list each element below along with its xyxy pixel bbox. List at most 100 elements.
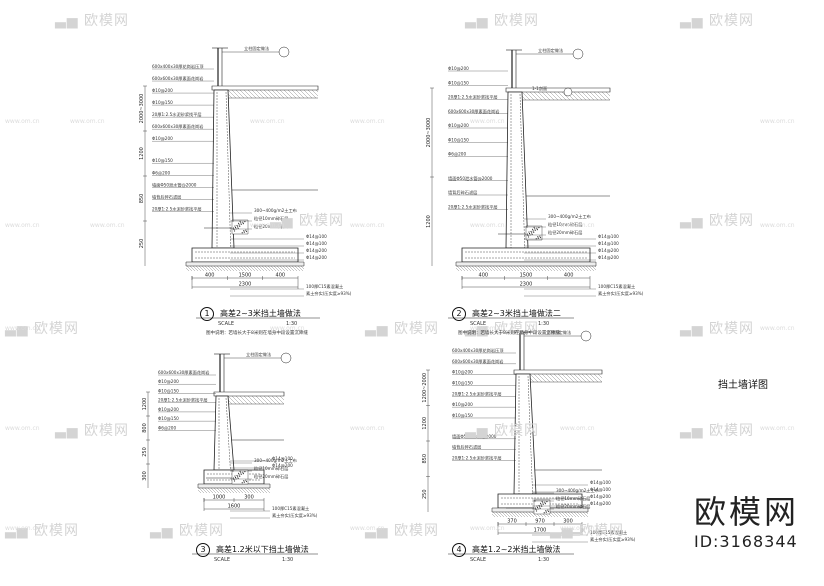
detail-4-gravel-dot — [544, 501, 546, 503]
detail-3-gravel-dot — [233, 478, 235, 481]
watermark-logo: ▃▅ 欧模网 — [270, 213, 344, 229]
detail-1-compacted-soil — [261, 265, 268, 272]
detail-1-scale-ratio: 1:30 — [286, 321, 298, 327]
detail-3-gravel-dot — [240, 473, 242, 475]
detail-1-right-label: Φ14@200 — [306, 255, 327, 260]
detail-3-gravel-dot — [243, 480, 245, 482]
detail-2-gravel-dot — [528, 232, 531, 235]
detail-2-gravel-dot — [537, 236, 539, 238]
detail-4-dim-label: 1200~2000 — [422, 373, 428, 403]
detail-3-left-label: Φ6@200 — [158, 425, 176, 430]
detail-3-gravel-zone — [231, 469, 249, 485]
detail-4-compacted-soil — [573, 511, 580, 518]
detail-1-left-label: 600x600x30厚素面花岗岩 — [152, 123, 203, 130]
detail-1-compacted-soil — [279, 265, 286, 272]
detail-4-compacted-soil — [528, 511, 535, 518]
detail-2-compacted-soil — [468, 265, 475, 272]
detail-2-gravel-dot — [536, 229, 538, 231]
detail-2-gravel-dot — [534, 228, 536, 230]
detail-4-gravel-dot — [535, 508, 537, 511]
detail-3-compacted-soil — [207, 487, 214, 494]
detail-1-compacted-soil — [234, 265, 241, 272]
watermark-url: www.om.cn — [470, 222, 505, 229]
detail-3-compacted-soil — [225, 487, 232, 494]
detail-2-compacted-soil — [525, 265, 532, 272]
detail-2-right-label: 300~400g/m2土工布 — [548, 213, 591, 220]
detail-4-compacted-soil — [555, 511, 562, 518]
watermark-logo: ▃▅ 欧模网 — [550, 523, 624, 539]
detail-3-compacted-soil — [243, 487, 250, 494]
detail-3-paving-hatch — [239, 395, 249, 405]
detail-3-dim-label: 1000 — [213, 495, 226, 501]
detail-1-paving-hatch — [267, 89, 277, 99]
detail-4-compacted-soil — [504, 511, 511, 518]
detail-1-compacted-soil — [264, 265, 271, 272]
detail-2-compacted-soil — [537, 265, 544, 272]
detail-2-left-label: Φ10@200 — [448, 66, 469, 71]
detail-3-right-label: 300~400g/m2土工布 — [254, 457, 297, 464]
detail-2-dim-label: 2000~3000 — [426, 118, 432, 148]
detail-2-compacted-soil — [546, 265, 553, 272]
detail-1-paving-hatch — [235, 89, 245, 99]
detail-3-gravel-dot — [242, 473, 244, 475]
detail-1-paving-hatch — [303, 89, 313, 99]
detail-4-right-label: 100厚C15素混凝土 — [590, 529, 627, 536]
detail-3-dim-label: 800 — [142, 423, 148, 433]
detail-4-compacted-soil — [519, 511, 526, 518]
detail-2-rebar-vertical — [519, 93, 526, 259]
detail-1-gravel-dot — [233, 230, 236, 232]
detail-3-left-label: Φ10@200 — [158, 407, 179, 412]
detail-3-paving-hatch — [259, 395, 269, 405]
detail-3-right-label: 粒径10mm碎石层 — [254, 465, 288, 472]
detail-2-compacted-soil — [462, 265, 469, 272]
detail-1-compacted-soil — [225, 265, 232, 272]
detail-4-compacted-soil — [549, 511, 556, 518]
detail-1-title: 高差2~3米挡土墙做法 — [220, 309, 301, 318]
detail-4-coping — [513, 369, 603, 375]
detail-4-dim-label: 970 — [535, 519, 545, 525]
watermark-logo: ▃▅ 欧模网 — [150, 523, 224, 539]
detail-2-compacted-soil — [570, 265, 577, 272]
detail-3-right-label: 粒径20mm碎石层 — [254, 473, 288, 480]
watermark-logo: ▃▅ 欧模网 — [465, 423, 539, 439]
detail-2-left-label: Φ6@200 — [448, 152, 466, 157]
detail-2-compacted-soil — [543, 265, 550, 272]
detail-4-right-label: Φ14@200 — [590, 494, 611, 499]
detail-3-compacted-soil — [246, 487, 253, 494]
detail-4-compacted-soil — [522, 511, 529, 518]
watermark-logo: ▃▅ 欧模网 — [365, 321, 439, 337]
detail-4-compacted-soil — [501, 511, 508, 518]
detail-2-lean-concrete — [455, 261, 597, 267]
detail-3-compacted-soil — [219, 487, 226, 494]
detail-2-gravel-dot — [532, 228, 534, 230]
detail-4-gravel-dot — [542, 502, 544, 504]
detail-4-title: 高差1.2~2米挡土墙做法 — [472, 545, 561, 554]
detail-3-gravel-dot — [240, 472, 242, 474]
detail-1-paving-hatch — [307, 89, 317, 99]
detail-4-paving-hatch — [529, 373, 539, 383]
detail-3-number: 3 — [196, 543, 210, 557]
detail-2-dim-label: 400 — [564, 273, 574, 279]
detail-3-gravel-dot — [238, 472, 240, 474]
detail-2-callout-text: 立柱固定做法 — [538, 47, 563, 54]
detail-3-paving-hatch — [231, 395, 241, 405]
watermark-logo: ▃▅ 欧模网 — [465, 321, 539, 337]
detail-4-paving-hatch — [581, 373, 591, 383]
watermark-url: www.om.cn — [250, 118, 285, 125]
detail-2-left-label: 墙面Φ50泄水管@2000 — [448, 175, 493, 182]
detail-3-right-label: Φ14@200 — [272, 463, 293, 468]
detail-1-paving-hatch — [271, 89, 281, 99]
detail-2-paving-hatch — [561, 91, 571, 101]
detail-1-paving-hatch — [247, 89, 257, 99]
detail-4-gravel-dot — [542, 503, 544, 505]
detail-3-compacted-soil — [264, 487, 271, 494]
detail-4-compacted-soil — [567, 511, 574, 518]
detail-3-left-label: 20厚1:2.5水泥砂浆找平层 — [158, 397, 208, 404]
detail-4-left-label: Φ10@200 — [452, 402, 473, 407]
detail-4-compacted-soil — [525, 511, 532, 518]
detail-1-paving-hatch — [227, 93, 233, 99]
detail-2-compacted-soil — [489, 265, 496, 272]
detail-3-wall-stem — [213, 395, 235, 471]
detail-3-compacted-soil — [231, 487, 238, 494]
brand-name: 欧模网 — [694, 493, 800, 531]
